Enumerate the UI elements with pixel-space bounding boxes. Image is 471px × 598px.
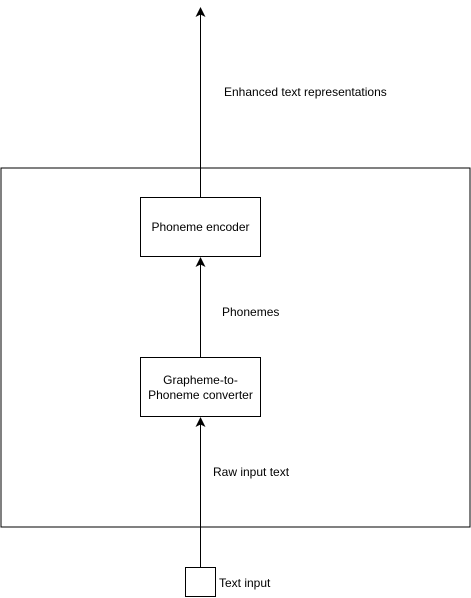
g2p-converter-label-line1: Grapheme-to-: [163, 373, 238, 387]
edge-label-enhanced-text-representations: Enhanced text representations: [224, 85, 387, 99]
text-input-box: [185, 567, 216, 597]
system-container-box: [0, 167, 471, 528]
g2p-converter-box: [140, 357, 261, 417]
edge-label-phonemes: Phonemes: [222, 305, 279, 319]
edge-label-raw-input-text: Raw input text: [213, 465, 290, 479]
phoneme-encoder-box: [140, 197, 261, 257]
node-phoneme-encoder: Phoneme encoder: [140, 197, 261, 257]
g2p-converter-label-line2: Phoneme converter: [148, 388, 253, 402]
node-g2p-converter: Grapheme-to- Phoneme converter: [140, 357, 261, 417]
phoneme-encoder-label: Phoneme encoder: [151, 220, 249, 234]
text-input-label: Text input: [219, 576, 271, 590]
node-text-input: Text input: [185, 567, 271, 597]
